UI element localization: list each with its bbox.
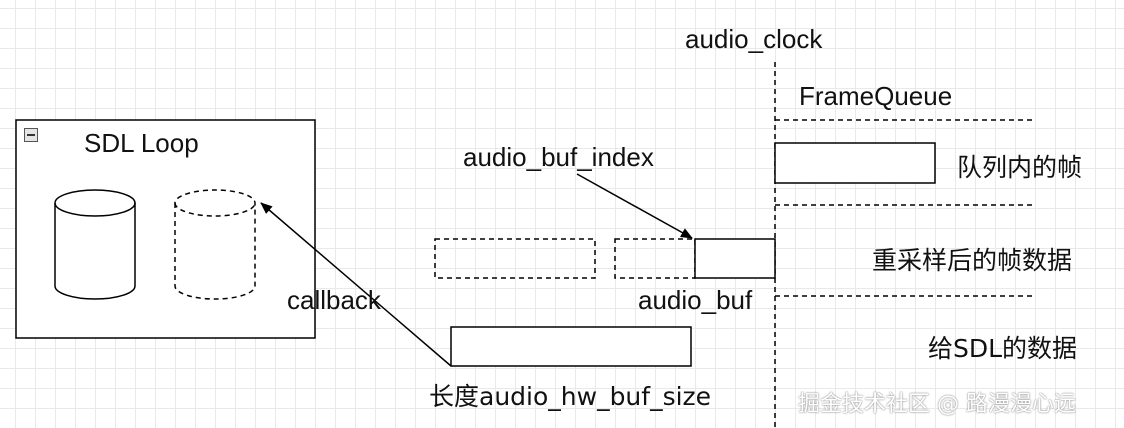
audio-clock-label: audio_clock (685, 24, 823, 54)
resampled-frame-dashed-box-2 (614, 238, 696, 279)
callback-arrow (260, 202, 452, 367)
frame-queue-label: FrameQueue (799, 81, 953, 111)
frame-queue-frame-box (774, 142, 936, 184)
sdl-loop-label: SDL Loop (84, 128, 199, 158)
hw-buf-size-label: 长度audio_hw_buf_size (429, 382, 712, 411)
watermark: 掘金技术社区 @ 路漫漫心远 (798, 392, 1076, 417)
sdl-buffer-cylinder (54, 189, 136, 300)
queue-frames-label: 队列内的帧 (957, 153, 1083, 182)
resampled-frame-dashed-box-1 (434, 238, 596, 279)
collapse-icon[interactable] (24, 128, 38, 142)
audio-buf-box (694, 238, 776, 279)
callback-label: callback (287, 285, 381, 315)
data-for-sdl-label: 给SDL的数据 (928, 334, 1078, 363)
sdl-data-box (450, 326, 692, 367)
audio-buf-index-label: audio_buf_index (463, 142, 654, 172)
resampled-frames-label: 重采样后的帧数据 (872, 246, 1073, 275)
sdl-callback-buffer-cylinder (174, 189, 256, 300)
audio-buf-index-arrow (576, 173, 693, 239)
audio-buf-label: audio_buf (638, 285, 753, 315)
